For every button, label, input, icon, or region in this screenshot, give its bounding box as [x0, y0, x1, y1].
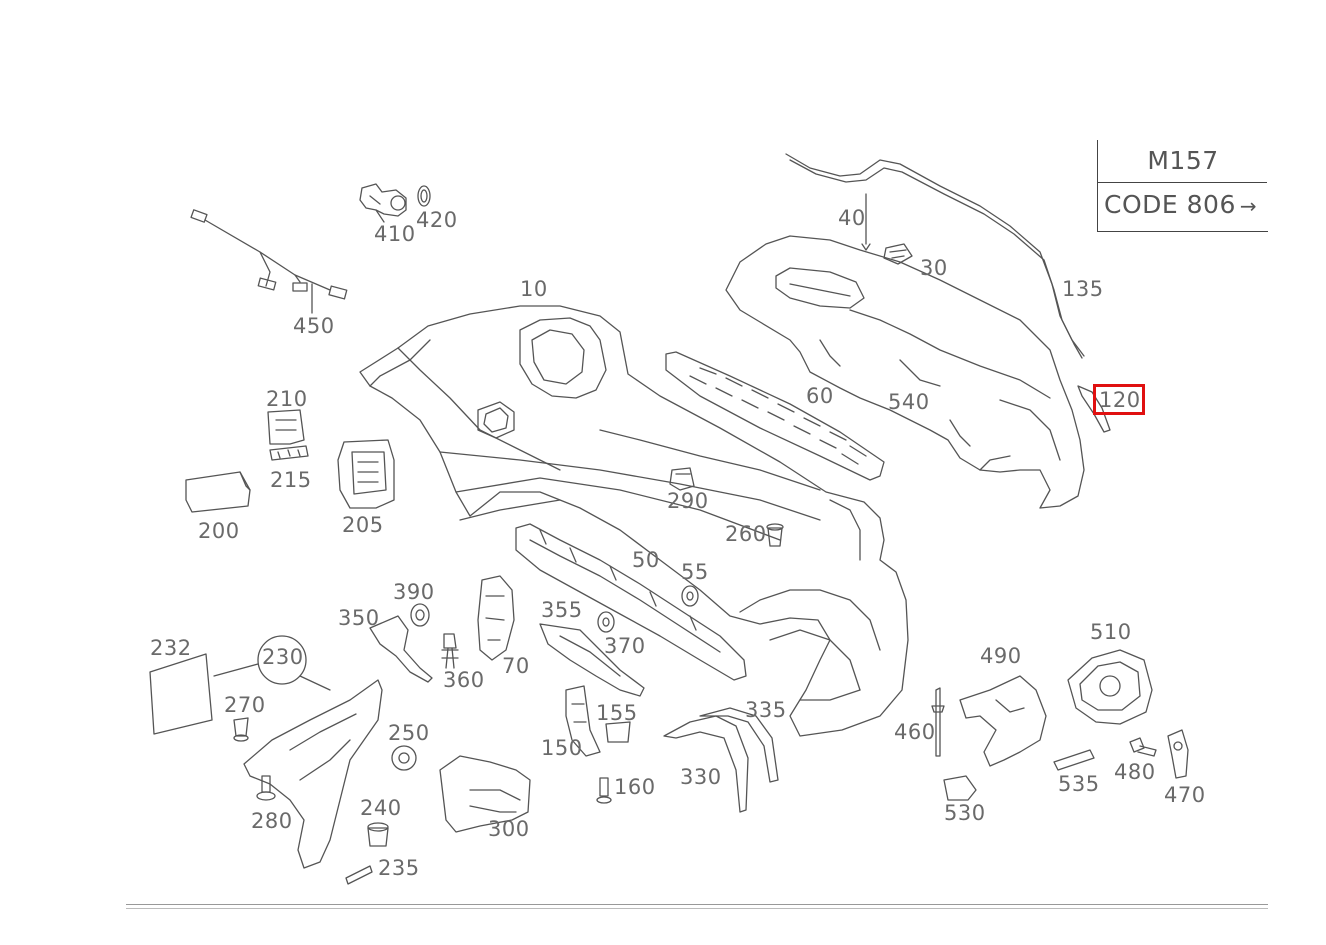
label-part-215[interactable]: 215 — [270, 468, 312, 492]
part-300-panel[interactable] — [439, 755, 531, 833]
label-part-370[interactable]: 370 — [604, 634, 646, 658]
part-30-clip[interactable] — [883, 243, 913, 265]
part-50-absorber[interactable] — [515, 523, 747, 681]
part-270-bolt[interactable] — [233, 717, 249, 742]
label-part-350[interactable]: 350 — [338, 606, 380, 630]
part-420-ring[interactable] — [417, 185, 431, 207]
part-10-bumper-cover[interactable] — [359, 305, 909, 737]
part-450-harness[interactable] — [190, 209, 348, 314]
label-part-300[interactable]: 300 — [488, 817, 530, 841]
part-540-diffuser[interactable] — [725, 235, 1085, 509]
part-215-clip[interactable] — [269, 445, 309, 461]
label-part-450[interactable]: 450 — [293, 314, 335, 338]
part-150-bracket[interactable] — [565, 685, 601, 757]
selected-part-highlight — [1093, 384, 1145, 415]
label-part-355[interactable]: 355 — [541, 598, 583, 622]
part-200-cover[interactable] — [185, 471, 251, 513]
part-335-arch[interactable] — [699, 707, 779, 783]
label-part-160[interactable]: 160 — [614, 775, 656, 799]
part-460-rivet[interactable] — [931, 687, 945, 757]
part-70-bracket[interactable] — [477, 575, 515, 661]
label-part-232[interactable]: 232 — [150, 636, 192, 660]
label-part-420[interactable]: 420 — [416, 208, 458, 232]
label-part-155[interactable]: 155 — [596, 701, 638, 725]
label-part-30[interactable]: 30 — [920, 256, 948, 280]
code-box: M157 CODE 806→ — [1097, 140, 1268, 232]
part-360-bolt[interactable] — [441, 633, 459, 669]
label-part-250[interactable]: 250 — [388, 721, 430, 745]
label-part-60[interactable]: 60 — [806, 384, 834, 408]
label-part-10[interactable]: 10 — [520, 277, 548, 301]
label-part-540[interactable]: 540 — [888, 390, 930, 414]
part-155-clip[interactable] — [605, 721, 631, 743]
part-160-screw[interactable] — [596, 777, 612, 804]
label-part-240[interactable]: 240 — [360, 796, 402, 820]
part-535-strip[interactable] — [1053, 749, 1095, 771]
part-232-plate[interactable] — [149, 653, 213, 735]
label-part-530[interactable]: 530 — [944, 801, 986, 825]
label-part-410[interactable]: 410 — [374, 222, 416, 246]
footer-rule — [126, 904, 1268, 909]
part-205-housing[interactable] — [337, 439, 395, 509]
part-210-bracket[interactable] — [267, 409, 305, 445]
part-480-bolt[interactable] — [1129, 737, 1157, 757]
label-part-200[interactable]: 200 — [198, 519, 240, 543]
label-part-235[interactable]: 235 — [378, 856, 420, 880]
part-240-clip[interactable] — [367, 822, 389, 847]
label-part-55[interactable]: 55 — [681, 560, 709, 584]
label-part-210[interactable]: 210 — [266, 387, 308, 411]
label-part-470[interactable]: 470 — [1164, 783, 1206, 807]
part-230-bracket[interactable] — [243, 679, 383, 869]
label-part-205[interactable]: 205 — [342, 513, 384, 537]
part-490-bracket[interactable] — [959, 675, 1047, 767]
part-410-sensor[interactable] — [359, 183, 407, 223]
label-part-330[interactable]: 330 — [680, 765, 722, 789]
label-part-360[interactable]: 360 — [443, 668, 485, 692]
label-part-335[interactable]: 335 — [745, 698, 787, 722]
arrow-right-icon: → — [1239, 194, 1258, 218]
part-510-housing[interactable] — [1067, 649, 1153, 725]
part-280-screw[interactable] — [256, 775, 276, 801]
part-530-nut[interactable] — [943, 775, 977, 801]
part-230-callout — [213, 635, 331, 691]
code-box-model: M157 — [1147, 146, 1219, 175]
label-part-480[interactable]: 480 — [1114, 760, 1156, 784]
part-55-spacer[interactable] — [681, 585, 699, 607]
label-part-270[interactable]: 270 — [224, 693, 266, 717]
label-part-460[interactable]: 460 — [894, 720, 936, 744]
label-part-120[interactable]: 120 — [1099, 388, 1141, 412]
part-470-bracket[interactable] — [1167, 729, 1189, 779]
part-235-strip[interactable] — [345, 865, 373, 885]
label-part-490[interactable]: 490 — [980, 644, 1022, 668]
label-part-135[interactable]: 135 — [1062, 277, 1104, 301]
label-part-70[interactable]: 70 — [502, 654, 530, 678]
label-part-230[interactable]: 230 — [262, 645, 304, 669]
label-part-290[interactable]: 290 — [667, 489, 709, 513]
part-290-clip[interactable] — [669, 467, 695, 491]
label-part-390[interactable]: 390 — [393, 580, 435, 604]
part-250-nut[interactable] — [391, 745, 417, 771]
part-260-plug[interactable] — [766, 523, 784, 547]
label-part-280[interactable]: 280 — [251, 809, 293, 833]
part-60-step-pad[interactable] — [665, 351, 885, 481]
label-part-50[interactable]: 50 — [632, 548, 660, 572]
code-box-code[interactable]: CODE 806→ — [1104, 190, 1257, 219]
part-370-spacer[interactable] — [597, 611, 615, 633]
part-330-arch[interactable] — [663, 715, 749, 813]
label-part-535[interactable]: 535 — [1058, 772, 1100, 796]
part-40-bolt[interactable] — [861, 193, 871, 251]
part-390-nut[interactable] — [410, 603, 430, 627]
part-355-rail[interactable] — [539, 623, 645, 697]
code-box-code-text: CODE 806 — [1104, 190, 1236, 219]
label-part-260[interactable]: 260 — [725, 522, 767, 546]
part-350-bracket[interactable] — [369, 615, 433, 683]
label-part-510[interactable]: 510 — [1090, 620, 1132, 644]
label-part-40[interactable]: 40 — [838, 206, 866, 230]
part-135-trim[interactable] — [785, 153, 1085, 359]
label-part-150[interactable]: 150 — [541, 736, 583, 760]
code-box-divider — [1097, 182, 1267, 183]
